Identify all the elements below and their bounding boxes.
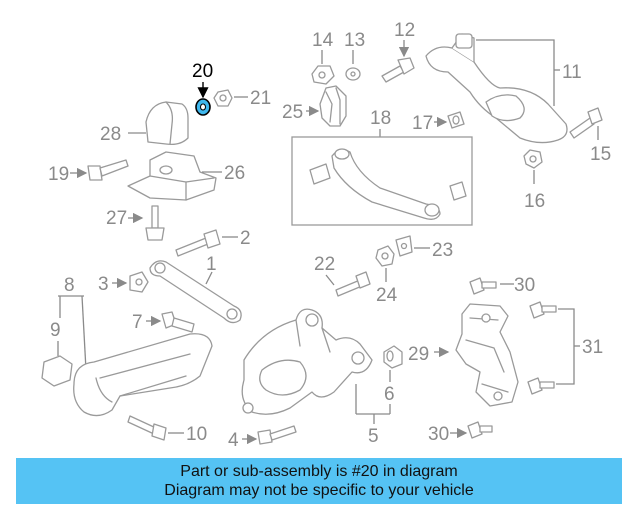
label-29: 29 — [408, 344, 429, 365]
label-4: 4 — [228, 430, 239, 451]
label-13: 13 — [344, 30, 365, 51]
label-17: 17 — [412, 113, 433, 134]
part-28-bump-stop[interactable]: 28 — [100, 101, 189, 146]
label-26: 26 — [224, 163, 245, 184]
part-5-assembly[interactable]: 5 — [355, 384, 391, 447]
label-25: 25 — [282, 102, 303, 123]
part-4-bolt[interactable]: 4 — [228, 425, 297, 451]
part-29-hub-bracket[interactable]: 29 — [408, 303, 519, 407]
label-19: 19 — [48, 164, 69, 185]
label-11: 11 — [562, 62, 582, 83]
banner-line-1: Part or sub-assembly is #20 in diagram — [180, 463, 458, 480]
part-16-nut[interactable]: 16 — [523, 149, 545, 212]
part-15-bolt[interactable]: 15 — [569, 107, 611, 165]
label-7: 7 — [132, 312, 143, 333]
part-knuckle[interactable] — [241, 308, 373, 415]
part-9-cap[interactable]: 9 — [41, 320, 73, 387]
part-2-bolt[interactable]: 2 — [175, 228, 251, 257]
label-12: 12 — [394, 20, 415, 41]
label-10: 10 — [186, 424, 207, 445]
part-13-washer[interactable]: 13 — [344, 30, 365, 81]
label-30b: 30 — [428, 424, 449, 445]
label-24: 24 — [376, 285, 398, 306]
label-31: 31 — [582, 337, 603, 358]
label-9: 9 — [50, 320, 61, 341]
part-11-upper-arm[interactable]: 11 — [425, 33, 582, 144]
label-8: 8 — [64, 275, 75, 296]
label-16: 16 — [524, 191, 545, 212]
part-8-trailing-arm[interactable]: 8 — [58, 275, 213, 417]
label-30a: 30 — [514, 275, 535, 296]
label-22: 22 — [314, 254, 335, 275]
part-14-nut[interactable]: 14 — [311, 30, 335, 85]
part-3-bushing[interactable]: 3 — [98, 271, 149, 295]
parts-diagram: 28 20 21 19 26 27 — [41, 20, 611, 451]
info-banner: Part or sub-assembly is #20 in diagram D… — [16, 458, 622, 504]
label-1: 1 — [206, 254, 217, 275]
part-23-clip[interactable]: 23 — [395, 235, 453, 261]
part-30-bolt-upper[interactable]: 30 — [469, 275, 535, 296]
label-28: 28 — [100, 124, 121, 145]
part-24-nut[interactable]: 24 — [375, 245, 398, 306]
part-21-nut[interactable]: 21 — [213, 88, 271, 109]
part-20-washer[interactable]: 20 — [192, 61, 213, 116]
part-18-control-arm[interactable]: 18 — [291, 108, 473, 226]
label-14: 14 — [312, 30, 334, 51]
label-15: 15 — [590, 144, 611, 165]
part-25-bracket[interactable]: 25 — [282, 85, 347, 127]
part-31-bolts[interactable]: 31 — [527, 301, 603, 395]
banner-line-2: Diagram may not be specific to your vehi… — [164, 482, 474, 499]
part-6-bushing[interactable]: 6 — [383, 345, 403, 405]
label-27: 27 — [106, 208, 127, 229]
part-30-bolt-lower[interactable]: 30 — [428, 421, 493, 445]
part-10-bolt[interactable]: 10 — [127, 415, 207, 445]
part-19-bolt[interactable]: 19 — [48, 159, 129, 185]
label-23: 23 — [432, 240, 453, 261]
part-1-lateral-link[interactable]: 1 — [149, 254, 242, 324]
label-2: 2 — [240, 228, 251, 249]
label-18: 18 — [370, 108, 391, 129]
label-21: 21 — [250, 88, 271, 109]
part-12-bolt[interactable]: 12 — [381, 20, 415, 83]
label-6: 6 — [384, 384, 395, 405]
part-17-bolt[interactable]: 17 — [412, 111, 465, 134]
part-22-bolt[interactable]: 22 — [314, 254, 371, 297]
label-5: 5 — [368, 426, 379, 447]
part-26-mount[interactable]: 26 — [127, 151, 245, 201]
label-3: 3 — [98, 274, 109, 295]
part-27-bolt[interactable]: 27 — [106, 205, 165, 241]
label-20: 20 — [192, 61, 213, 82]
part-7-bolt[interactable]: 7 — [132, 311, 195, 333]
